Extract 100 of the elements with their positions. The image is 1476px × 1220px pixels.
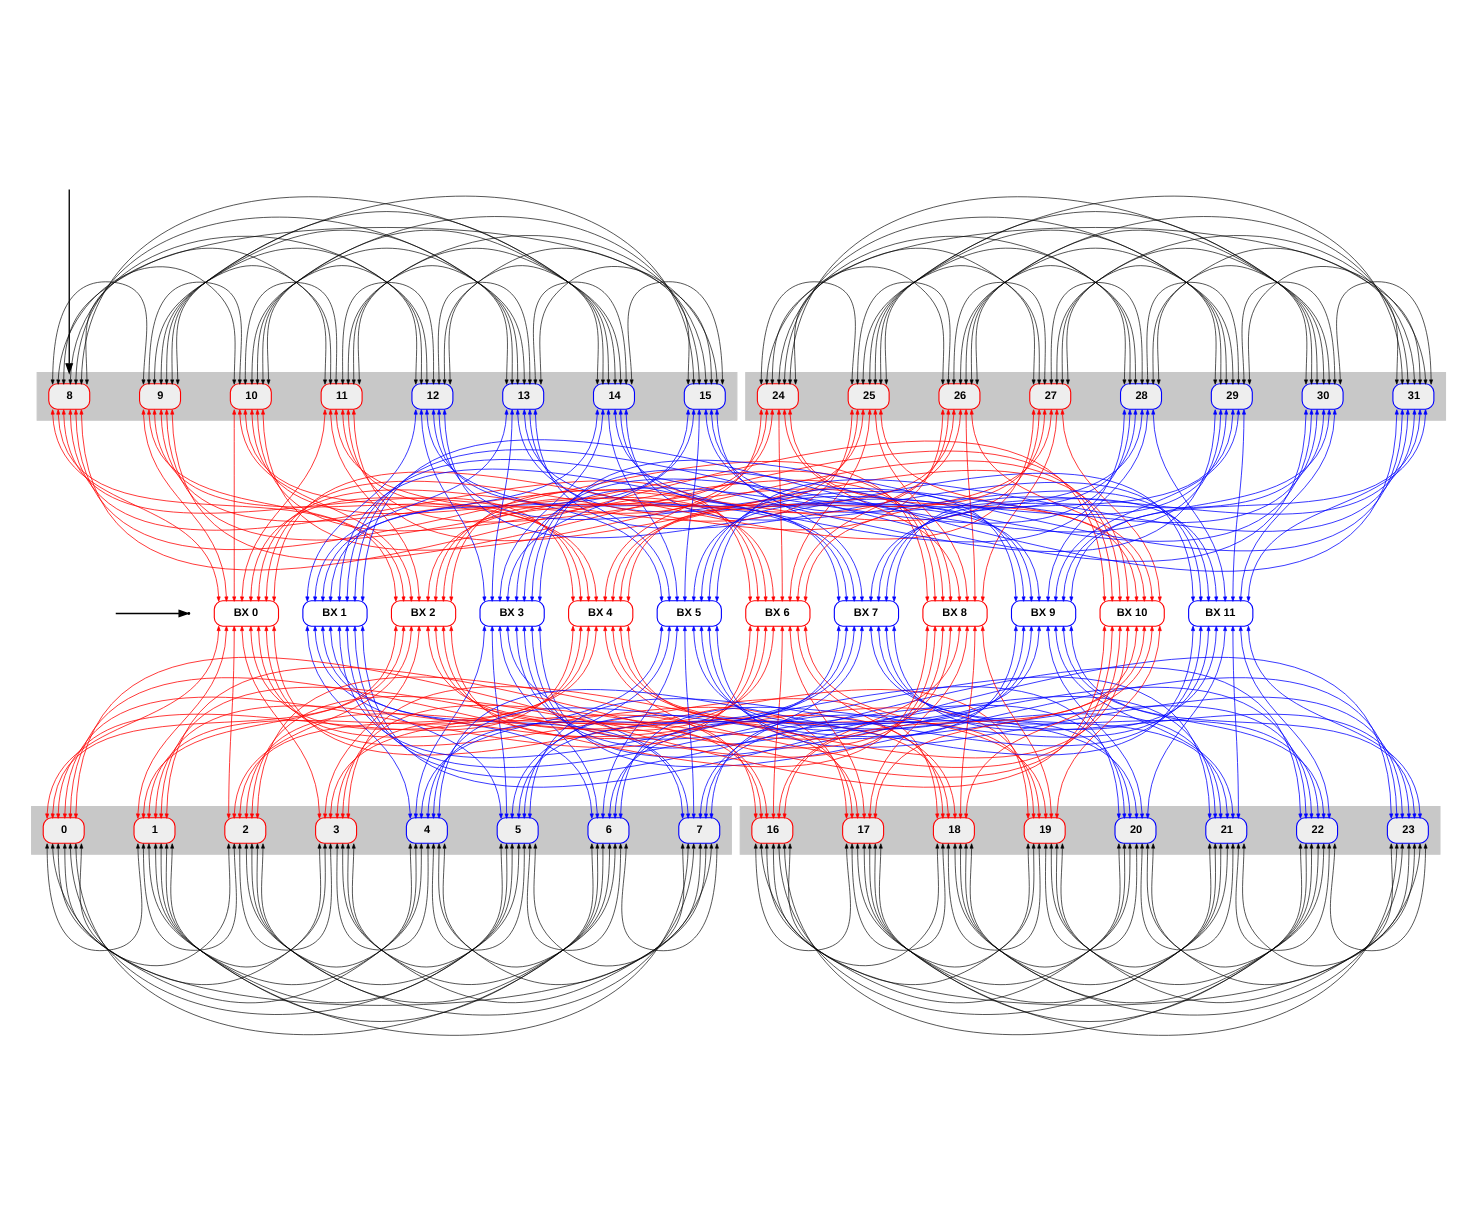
arrow bbox=[855, 843, 1036, 968]
arrow bbox=[788, 409, 872, 602]
arrow bbox=[765, 266, 945, 385]
arrow bbox=[437, 282, 532, 385]
arrow bbox=[1066, 235, 1417, 385]
arrow bbox=[261, 843, 696, 1015]
arrow bbox=[788, 196, 1308, 385]
arrow bbox=[788, 625, 867, 819]
arrow bbox=[601, 625, 679, 819]
arrow bbox=[240, 625, 322, 819]
arrow bbox=[237, 625, 591, 819]
arrow bbox=[65, 188, 74, 375]
arrow bbox=[527, 843, 623, 951]
arrow bbox=[964, 843, 1314, 1004]
arrow bbox=[1053, 409, 1241, 602]
arrow bbox=[170, 211, 605, 385]
arrow bbox=[50, 625, 398, 819]
arrow bbox=[892, 625, 1411, 819]
arrow bbox=[621, 843, 719, 951]
arrow bbox=[240, 409, 327, 602]
arrow bbox=[878, 843, 1399, 1036]
arrow bbox=[964, 409, 977, 602]
arrow bbox=[313, 625, 503, 819]
arrow bbox=[328, 409, 421, 602]
arrow bbox=[1060, 247, 1326, 385]
arrow bbox=[1246, 625, 1422, 819]
arrow bbox=[1055, 625, 1162, 819]
arrow bbox=[313, 409, 509, 602]
arrow bbox=[873, 843, 1308, 1022]
arrow bbox=[255, 843, 605, 1004]
arrow bbox=[85, 227, 691, 385]
arrow bbox=[618, 625, 951, 819]
arrow bbox=[709, 409, 1041, 602]
arrow bbox=[803, 409, 1054, 602]
arrow bbox=[782, 843, 1303, 1036]
arrow bbox=[980, 625, 1054, 819]
arrow bbox=[527, 409, 1026, 602]
arrow bbox=[346, 843, 612, 985]
arrow bbox=[232, 625, 414, 819]
cluster bbox=[36, 372, 738, 421]
arrow bbox=[867, 843, 1218, 1004]
arrow bbox=[1230, 625, 1241, 819]
arrow bbox=[975, 216, 1410, 385]
arrow bbox=[771, 843, 1121, 1004]
arrow bbox=[803, 625, 1048, 819]
arrow bbox=[1246, 409, 1428, 602]
arrow bbox=[357, 235, 708, 385]
arrow bbox=[777, 409, 785, 602]
arrow bbox=[1330, 843, 1428, 951]
arrow bbox=[328, 409, 691, 602]
arrow bbox=[1046, 625, 1144, 819]
arrow bbox=[698, 625, 864, 819]
arrow bbox=[1235, 843, 1332, 951]
arrow bbox=[490, 625, 509, 819]
arrow bbox=[141, 843, 237, 951]
arrow bbox=[152, 409, 583, 602]
arrow bbox=[226, 625, 237, 819]
arrow bbox=[771, 625, 785, 819]
arrow bbox=[152, 265, 333, 385]
arrow bbox=[539, 266, 719, 385]
arrow bbox=[153, 843, 418, 985]
arrow bbox=[419, 409, 487, 602]
arrow bbox=[515, 409, 672, 602]
arrow bbox=[1156, 247, 1422, 385]
arrow bbox=[45, 843, 143, 951]
arrow bbox=[682, 625, 696, 819]
arrow bbox=[704, 409, 864, 602]
arrow bbox=[141, 409, 229, 602]
arrow bbox=[175, 195, 696, 385]
cluster bbox=[739, 806, 1441, 855]
arrow bbox=[340, 843, 521, 968]
arrow bbox=[1145, 625, 1228, 819]
arrow bbox=[50, 843, 231, 966]
arrow bbox=[522, 409, 849, 602]
arrow bbox=[855, 282, 951, 385]
arrow bbox=[753, 843, 851, 951]
arrow bbox=[964, 625, 1154, 819]
arrow bbox=[1061, 409, 1332, 602]
arrow bbox=[964, 247, 1229, 385]
arrow bbox=[892, 409, 1417, 602]
arrow bbox=[413, 625, 487, 819]
arrow bbox=[603, 625, 769, 819]
arrow bbox=[850, 843, 946, 951]
arrow bbox=[79, 196, 600, 385]
arrow bbox=[533, 843, 714, 967]
arrow bbox=[498, 625, 600, 819]
arrow bbox=[147, 409, 406, 602]
arrow bbox=[448, 247, 714, 385]
arrow bbox=[533, 282, 629, 385]
arrow bbox=[305, 409, 418, 602]
arrow bbox=[237, 843, 333, 951]
arrow bbox=[861, 265, 1042, 385]
arrow bbox=[147, 625, 583, 819]
arrow bbox=[68, 843, 503, 1015]
arrow bbox=[505, 409, 696, 602]
arrow bbox=[764, 843, 1030, 985]
arrow bbox=[498, 409, 605, 602]
arrow bbox=[328, 625, 685, 819]
arrow bbox=[1231, 409, 1246, 602]
arrow bbox=[1241, 282, 1337, 385]
